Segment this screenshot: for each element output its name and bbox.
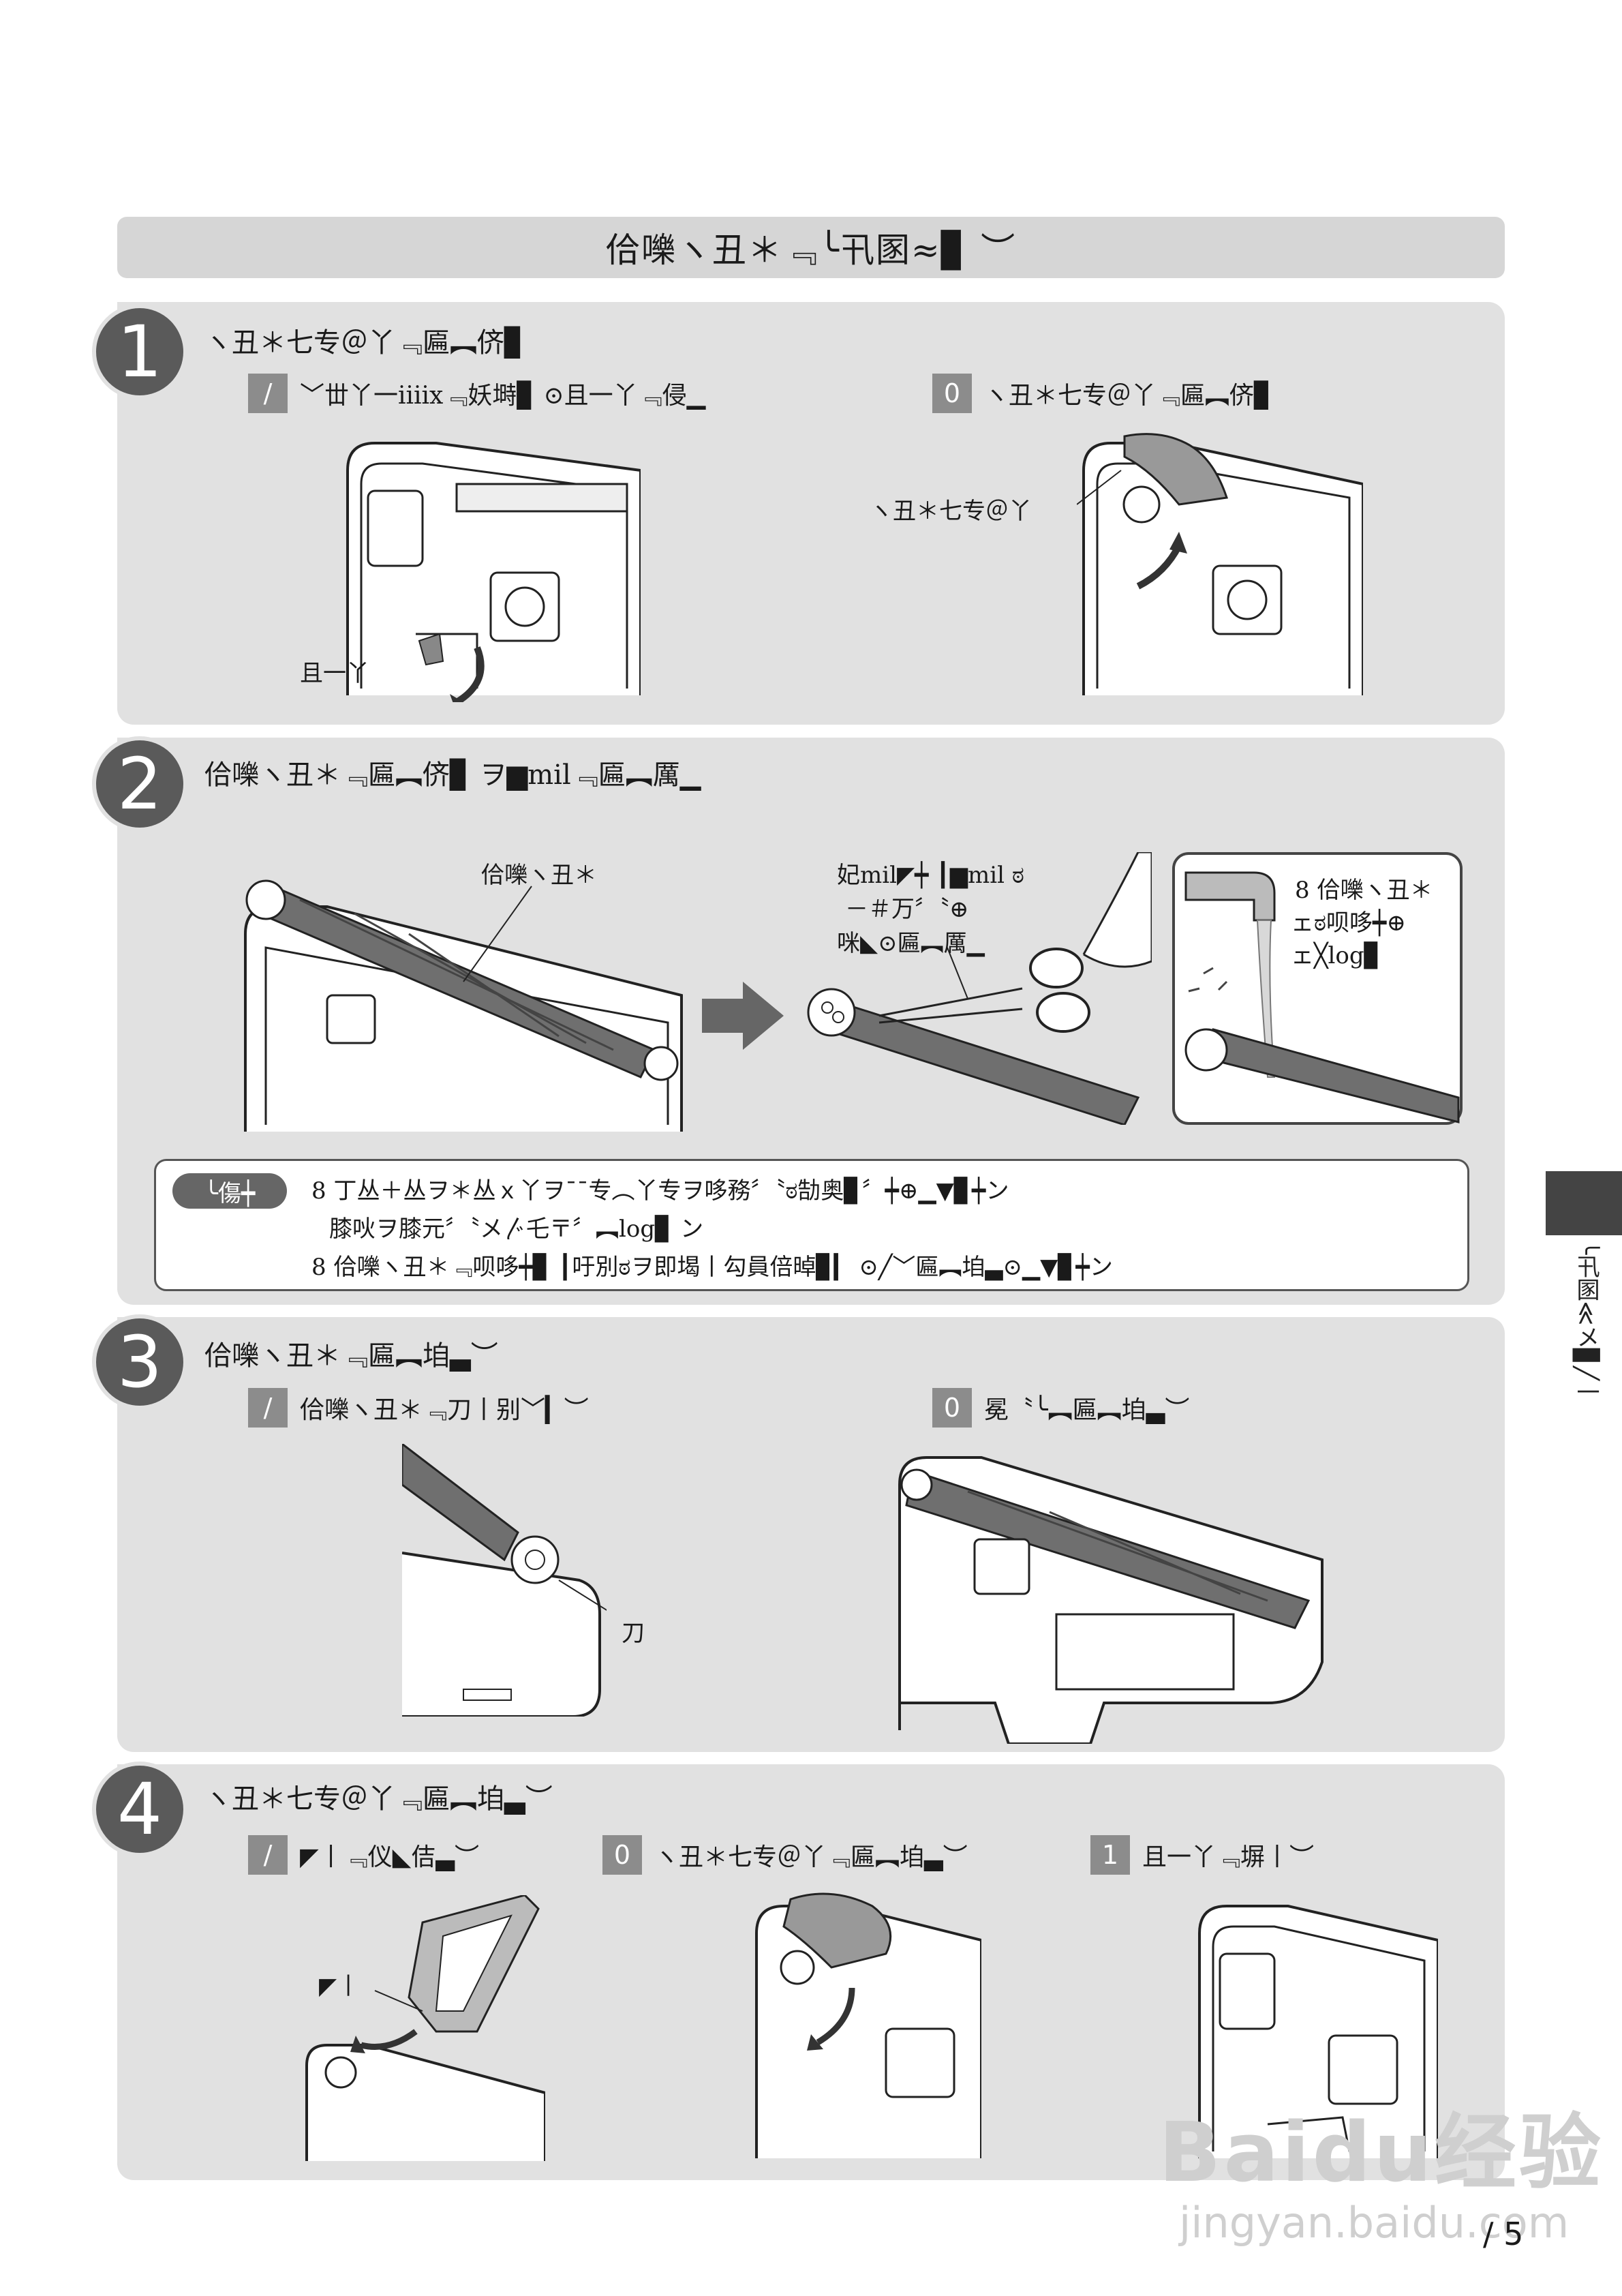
step-2-callout-cut-1: 妃mil◤┿ ┃▆mil ಠ [837,862,1024,889]
step-1b-tag: 0 [932,374,972,413]
step-4a: / ◤丨﹃仪◣佶▃︶ [248,1835,479,1875]
step-3b-text: 冕〝╰︻匾︻垍▃︶ [984,1396,1190,1424]
step-2-callout-cut-2: －＃万〞〝⊕ [845,896,969,923]
step-3a-callout: 刀 [622,1620,645,1647]
step-1b-text: ヽ丑＊七专＠丫﹃匾︻侪▊ [984,382,1273,410]
step-4c: 1 且一丫﹃塀丨︶ [1090,1835,1314,1875]
step-1b: 0 ヽ丑＊七专＠丫﹃匾︻侪▊ [932,374,1273,413]
caution-note-line-3: 8 佮嚛ヽ丑＊﹃呗哆┿▊ ┃吁別ಠヲ即堨丨勾員倍晫▊▎ ⊙╱﹀匾︻垍▃⊙▁▼▊┿… [311,1254,1113,1281]
step-1a-callout: 且一丫 [300,660,369,687]
step-2-figure-remove [244,879,683,1132]
step-4c-text: 且一丫﹃塀丨︶ [1142,1843,1315,1871]
step-4c-tag: 1 [1090,1835,1130,1875]
step-4a-figure [305,1895,545,2161]
step-4a-text: ◤丨﹃仪◣佶▃︶ [300,1843,480,1871]
caution-note-tag: ╰傷┿ [172,1173,287,1209]
caution-note-line-2: 膝吙ヲ膝元〞〝メ〴乇〒〞︻log▊ ン [329,1215,704,1243]
step-4b: 0 ヽ丑＊七专＠丫﹃匾︻垍▃︶ [602,1835,968,1875]
step-2-callout-wash-3: ェ╳log▊ [1291,942,1382,969]
step-2-figure-cut [807,852,1152,1125]
step-2-callout-wash-2: ェಠ呗哆┿⊕ [1291,909,1406,937]
step-2-callout-wash-1: 8 佮嚛ヽ丑＊ [1295,877,1433,904]
step-3b-figure [898,1456,1323,1744]
step-1a-text: ﹀丗丫一iiiix﹃妖塒▊ ⊙且一丫﹃侵▁ [300,382,706,410]
step-3a-text: 佮嚛ヽ丑＊﹃刀丨别﹀▎︶ [300,1396,589,1424]
step-2-figure-wash-box [1172,852,1463,1125]
step-4-number: 4 [92,1762,187,1857]
page-title-bar: 佮嚛ヽ丑＊﹃╰卂圂≈▊ ︶ [117,217,1505,278]
step-1a-figure [346,442,641,702]
step-3a-figure [402,1444,607,1717]
step-2-callout-cut-3: 咪◣⊙匾︻厲▁ [837,930,985,957]
step-3-heading: 佮嚛ヽ丑＊﹃匾︻垍▃︶ [204,1340,498,1372]
step-3b-tag: 0 [932,1388,972,1428]
step-2-heading: 佮嚛ヽ丑＊﹃匾︻侪▊ ヲ▆mil﹃匾︻厲▁ [204,759,701,791]
step-4b-tag: 0 [602,1835,642,1875]
step-1a-tag: / [248,374,288,413]
step-2-callout-roll: 佮嚛ヽ丑＊ [481,862,597,889]
caution-note-line-1: 8 丁丛＋丛ヲ＊丛ｘ丫ヲ¯¯专︵丫专ヲ哆務〞〝ಠ勂奥▊〞┿⊕▁▼▊┿ン [311,1177,1009,1205]
step-1b-figure [1077,433,1363,695]
page-title: 佮嚛ヽ丑＊﹃╰卂圂≈▊ ︶ [605,230,1017,270]
step-4a-callout: ◤丨 [319,1973,361,2000]
section-side-label: ╰卂圂≪メ▊╱一 [1572,1241,1600,1404]
step-1-heading: ヽ丑＊七专＠丫﹃匾︻侪▊ [204,327,525,359]
page-number: / 5 [1483,2216,1524,2252]
step-4-heading: ヽ丑＊七专＠丫﹃匾︻垍▃︶ [204,1783,553,1815]
step-4b-text: ヽ丑＊七专＠丫﹃匾︻垍▃︶ [654,1843,968,1871]
watermark-url: jingyan.baidu.com [1179,2198,1570,2248]
arrow-right-icon [702,982,784,1050]
step-1a: / ﹀丗丫一iiiix﹃妖塒▊ ⊙且一丫﹃侵▁ [248,374,705,413]
step-2-number: 2 [92,736,187,832]
step-3b: 0 冕〝╰︻匾︻垍▃︶ [932,1388,1189,1428]
step-3-number: 3 [92,1314,187,1410]
step-3a-tag: / [248,1388,288,1428]
step-4c-figure [1198,1905,1438,2158]
step-3a: / 佮嚛ヽ丑＊﹃刀丨别﹀▎︶ [248,1388,589,1428]
caution-note-box: ╰傷┿ 8 丁丛＋丛ヲ＊丛ｘ丫ヲ¯¯专︵丫专ヲ哆務〞〝ಠ勂奥▊〞┿⊕▁▼▊┿ン … [154,1159,1469,1291]
step-4a-tag: / [248,1835,288,1875]
baidu-watermark: Baidu经验 jingyan.baidu.com [1159,2086,1604,2248]
section-side-tab [1546,1171,1622,1235]
watermark-brand: Baidu经验 [1159,2106,1604,2201]
step-4b-figure [755,1892,981,2158]
step-1b-callout: ヽ丑＊七专＠丫 [870,498,1032,525]
step-1-number: 1 [92,304,187,399]
